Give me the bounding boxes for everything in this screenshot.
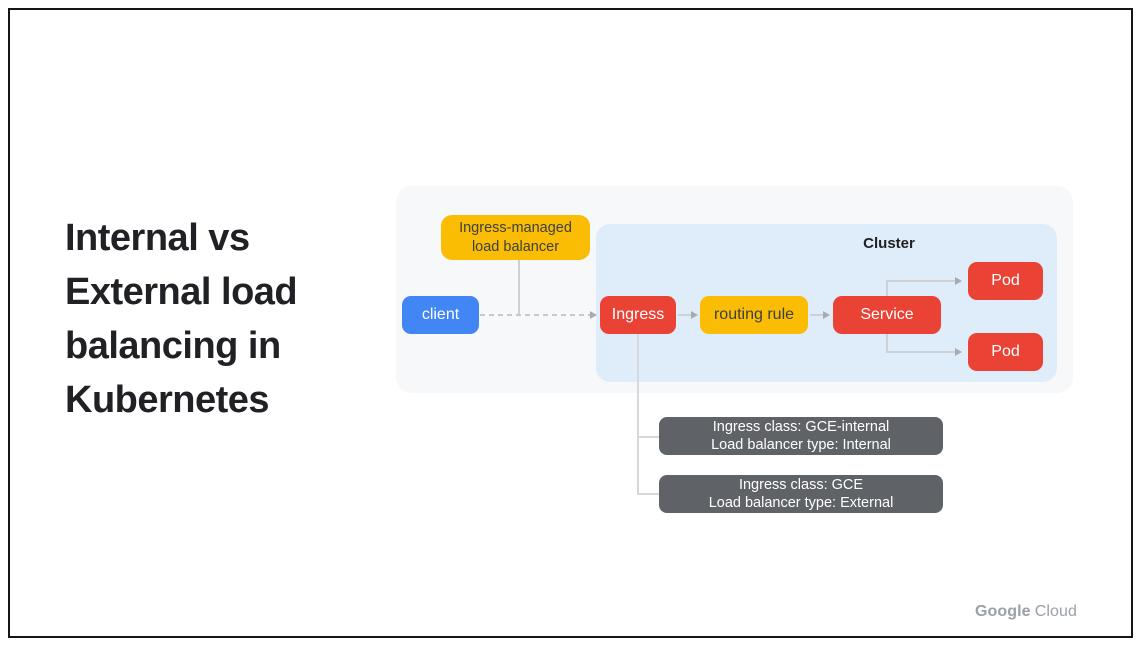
note-external: Ingress class: GCE Load balancer type: E… [659, 475, 943, 513]
note-external-line1: Ingress class: GCE [738, 477, 864, 493]
connector-note-internal [637, 436, 660, 438]
node-routing-rule: routing rule [700, 296, 808, 334]
page-title: Internal vs External load balancing in K… [65, 217, 298, 421]
node-client: client [402, 296, 479, 334]
note-internal-line2: Load balancer type: Internal [711, 437, 891, 453]
arrowhead-service [823, 311, 830, 319]
note-external-line2: Load balancer type: External [708, 495, 894, 511]
connector-ingress-notes-vertical [637, 334, 639, 494]
connector-routing-service [810, 314, 824, 316]
note-internal: Ingress class: GCE-internal Load balance… [659, 417, 943, 455]
note-internal-line1: Ingress class: GCE-internal [712, 419, 890, 435]
node-ingress: Ingress [600, 296, 676, 334]
node-service: Service [833, 296, 941, 334]
node-pod-1: Pod [968, 262, 1043, 300]
connector-loadbalancer-drop [518, 260, 520, 315]
brand-google: Google [974, 603, 1031, 620]
arrowhead-ingress [590, 311, 597, 319]
brand-cloud: Cloud [1034, 603, 1077, 620]
arrowhead-pod1 [955, 277, 962, 285]
connector-service-pod2-vertical [886, 334, 888, 353]
connector-client-ingress-dashed [480, 314, 591, 316]
connector-service-pod1-horizontal [886, 280, 956, 282]
connector-service-pod1-vertical [886, 280, 888, 297]
node-ingress-managed-load-balancer: Ingress-managed load balancer [441, 215, 590, 260]
connector-service-pod2-horizontal [886, 351, 956, 353]
arrowhead-pod2 [955, 348, 962, 356]
connector-ingress-routing [678, 314, 692, 316]
node-pod-2: Pod [968, 333, 1043, 371]
arrowhead-routing-rule [691, 311, 698, 319]
connector-note-external [637, 493, 660, 495]
cluster-label: Cluster [863, 235, 915, 252]
